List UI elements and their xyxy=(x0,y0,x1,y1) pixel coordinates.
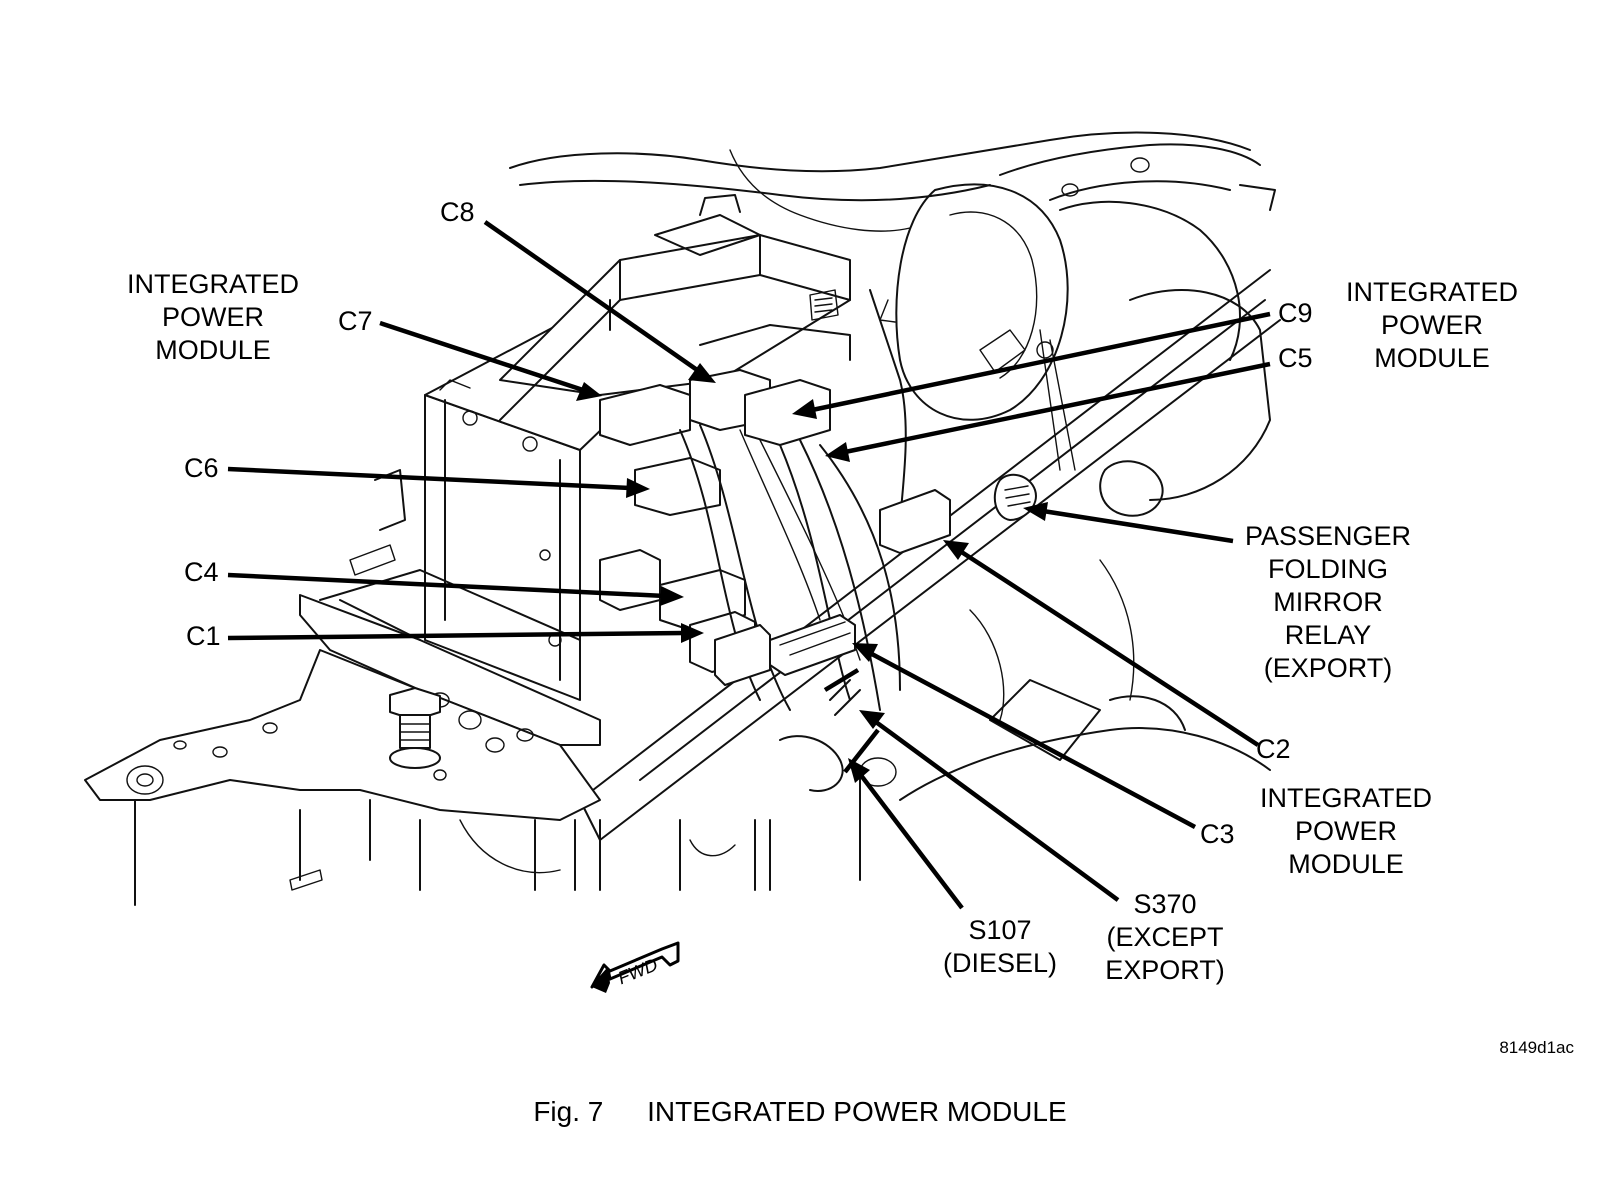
label-c2: C2 xyxy=(1256,734,1291,764)
label-passenger-folding-mirror-relay: PASSENGER FOLDING MIRROR RELAY (EXPORT) xyxy=(1244,521,1412,683)
label-integrated-power-module-left: INTEGRATED POWER MODULE xyxy=(126,269,299,365)
label-c7: C7 xyxy=(338,306,373,336)
forward-arrow-icon: FWD xyxy=(590,941,680,993)
label-c3: C3 xyxy=(1200,819,1235,849)
label-integrated-power-module-right: INTEGRATED POWER MODULE xyxy=(1345,277,1518,373)
figure-title: INTEGRATED POWER MODULE xyxy=(647,1096,1067,1127)
figure-number: Fig. 7 xyxy=(533,1096,604,1127)
label-c8: C8 xyxy=(440,197,475,227)
label-integrated-power-module-bottom: INTEGRATED POWER MODULE xyxy=(1259,783,1432,879)
label-c9: C9 xyxy=(1278,298,1313,328)
figure-caption: Fig. 7 INTEGRATED POWER MODULE xyxy=(0,1096,1600,1128)
label-s370-except-export: S370 (EXCEPT EXPORT) xyxy=(1105,889,1225,985)
image-code: 8149d1ac xyxy=(1499,1038,1574,1057)
label-c1: C1 xyxy=(186,621,221,651)
label-c4: C4 xyxy=(184,557,219,587)
leader-lines xyxy=(227,220,1271,910)
label-s107-diesel: S107 (DIESEL) xyxy=(942,915,1058,978)
label-c5: C5 xyxy=(1278,343,1313,373)
label-c6: C6 xyxy=(184,453,219,483)
